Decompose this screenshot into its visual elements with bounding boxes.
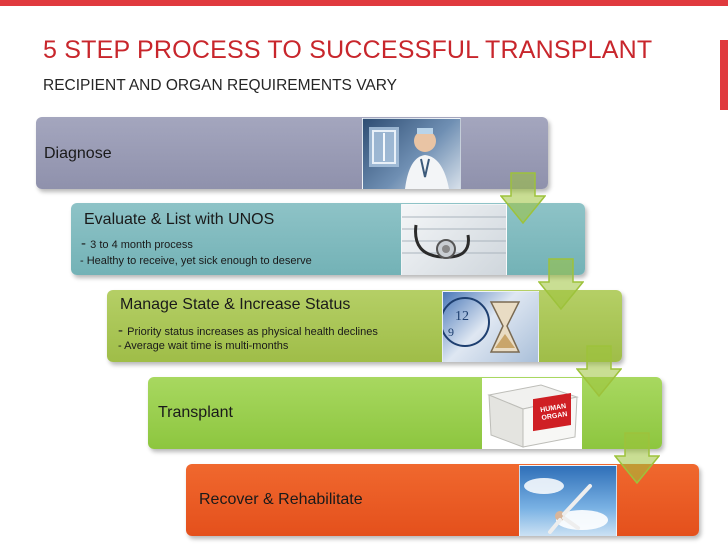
step-label: Manage State & Increase Status [120,296,351,313]
step-detail: - Average wait time is multi-months [118,340,289,352]
slide-subtitle: RECIPIENT AND ORGAN REQUIREMENTS VARY [43,77,397,94]
stethoscope-photo-icon [401,204,507,275]
step-manage-state: Manage State & Increase Status - Priorit… [107,290,622,362]
step-label: Evaluate & List with UNOS [84,211,275,228]
sky-jump-photo-icon [519,465,617,536]
step-label: Diagnose [44,145,112,162]
down-arrow-icon [576,345,622,397]
organ-cooler-photo-icon: HUMAN ORGAN [482,378,582,449]
step-recover: Recover & Rehabilitate [186,464,699,536]
step-evaluate-list: Evaluate & List with UNOS - 3 to 4 month… [71,203,585,275]
down-arrow-icon [538,258,584,310]
down-arrow-icon [614,432,660,484]
svg-text:9: 9 [448,325,454,339]
slide-title: 5 STEP PROCESS TO SUCCESSFUL TRANSPLANT [43,36,653,64]
step-diagnose: Diagnose [36,117,548,189]
step-detail: - Healthy to receive, yet sick enough to… [80,255,312,267]
step-transplant: Transplant HUMAN ORGAN [148,377,662,449]
doctor-xray-photo-icon [362,118,461,189]
svg-text:12: 12 [455,309,469,324]
top-accent-bar [0,0,728,6]
step-label: Recover & Rehabilitate [199,491,363,508]
step-detail: - Priority status increases as physical … [118,322,378,339]
step-label: Transplant [158,404,233,421]
right-accent-bar [720,40,728,110]
step-detail: - 3 to 4 month process [81,235,193,252]
down-arrow-icon [500,172,546,224]
clock-hourglass-photo-icon: 12 9 [442,291,539,362]
